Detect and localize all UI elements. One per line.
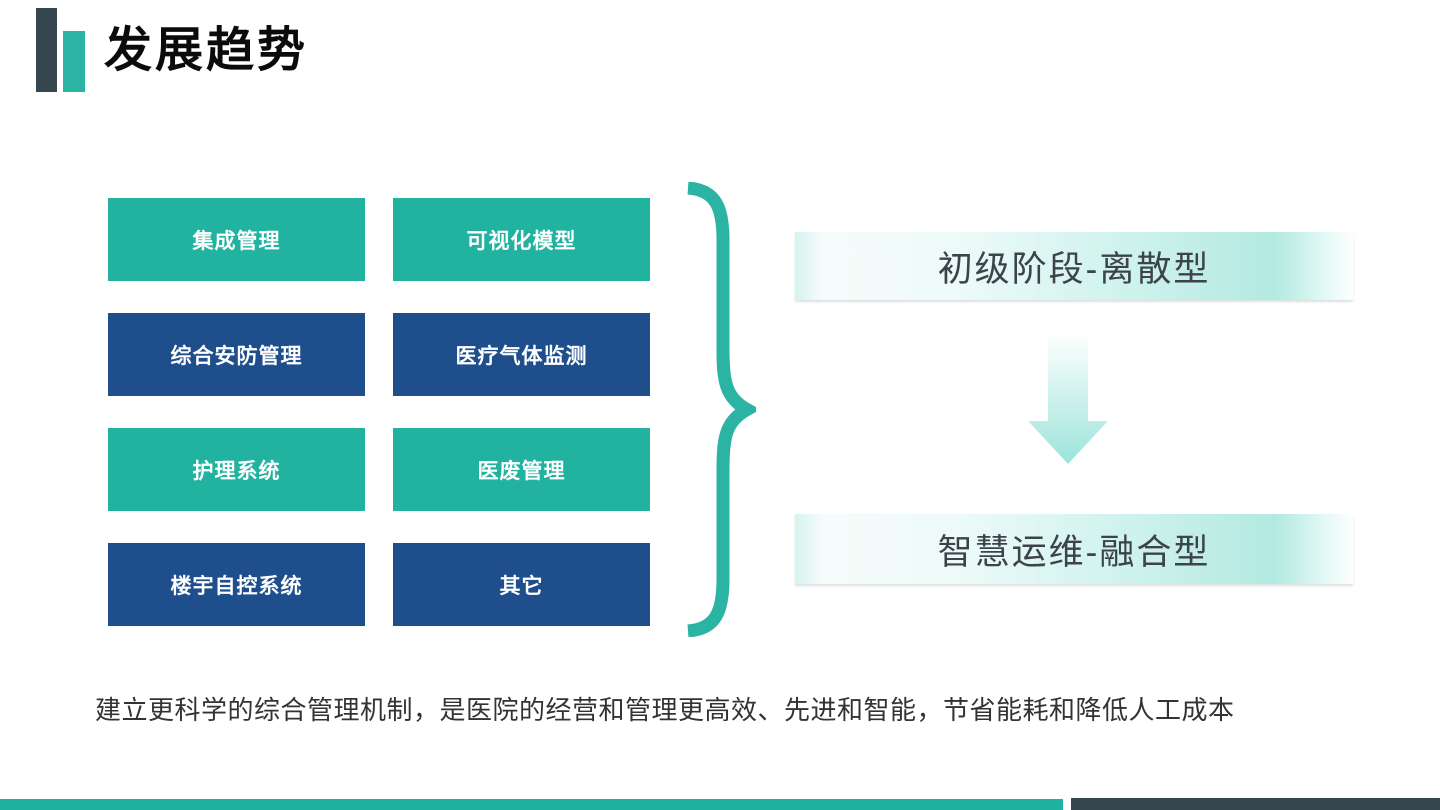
system-box-medical-gas: 医疗气体监测 — [393, 313, 650, 396]
system-box-building-automation: 楼宇自控系统 — [108, 543, 365, 626]
stage-initial-band: 初级阶段-离散型 — [795, 232, 1353, 300]
stage-smart-band: 智慧运维-融合型 — [795, 514, 1353, 584]
title-accent-bar-teal — [63, 31, 85, 92]
page-title: 发展趋势 — [104, 24, 309, 77]
summary-text: 建立更科学的综合管理机制，是医院的经营和管理更高效、先进和智能，节省能耗和降低人… — [95, 695, 1235, 725]
system-box-medical-waste: 医废管理 — [393, 428, 650, 511]
system-box-visual-model: 可视化模型 — [393, 198, 650, 281]
system-box-integration: 集成管理 — [108, 198, 365, 281]
stage-initial-label: 初级阶段-离散型 — [937, 249, 1211, 289]
system-box-other: 其它 — [393, 543, 650, 626]
footer-stripe-teal — [0, 799, 1063, 810]
system-box-nursing: 护理系统 — [108, 428, 365, 511]
stage-smart-label: 智慧运维-融合型 — [937, 532, 1211, 572]
curly-brace-icon — [687, 182, 756, 637]
down-arrow-icon — [1028, 333, 1108, 464]
system-box-security: 综合安防管理 — [108, 313, 365, 396]
title-accent-bar-dark — [36, 8, 57, 92]
footer-stripe-dark — [1071, 798, 1440, 810]
